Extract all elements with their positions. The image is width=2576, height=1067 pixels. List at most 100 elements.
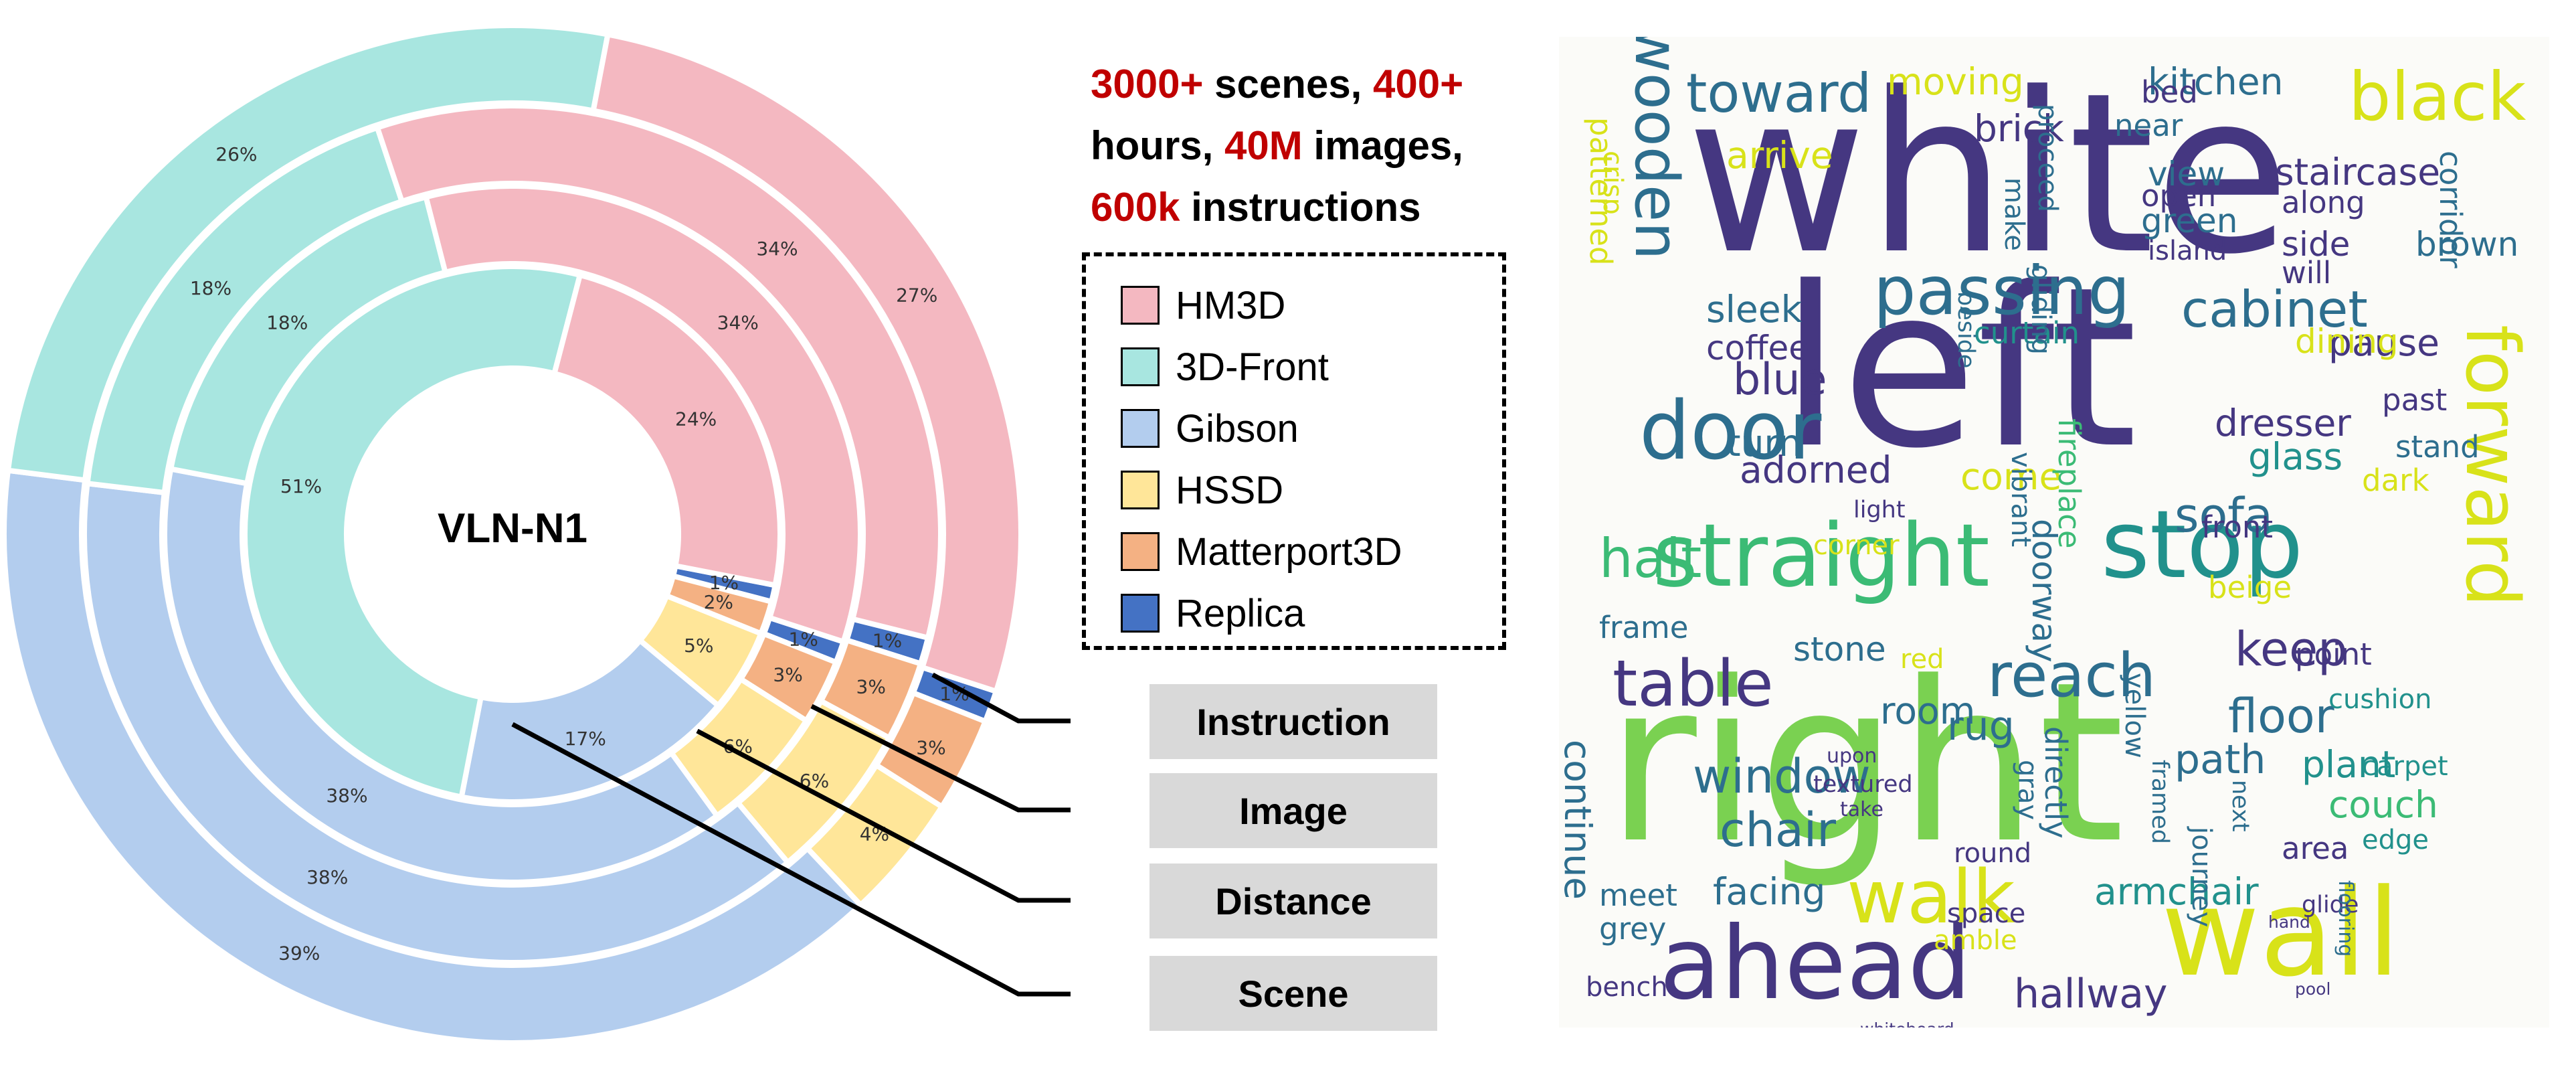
wordcloud-word-passing: passing [1873,252,2130,330]
stat-images-value: 40M [1224,123,1303,168]
donut-segment-instruction-hm3d [589,31,1024,695]
donut-label-scene-replica: 1% [709,572,739,594]
wordcloud-word-glass: glass [2248,435,2343,478]
wordcloud-word-kitchen: kitchen [2148,60,2284,103]
wordcloud-word-floor: floor [2228,689,2334,744]
wordcloud-word-side: side [2282,225,2351,264]
wordcloud-word-door: door [1639,385,1822,478]
wordcloud-word-come: come [1960,455,2062,498]
wordcloud-word-stand: stand [2395,429,2480,465]
wordcloud-word-next: next [2227,780,2253,832]
wordcloud-word-room: room [1880,689,1976,732]
wordcloud-word-amble: amble [1934,925,2017,956]
dataset-stats: 3000+ scenes, 400+ hours, 40M images, 60… [1091,54,1532,238]
wordcloud-word-gray: gray [2012,760,2043,821]
wordcloud-word-cushion: cushion [2328,684,2432,715]
donut-label-instruction-gibson: 39% [278,942,320,964]
wordcloud-word-grey: grey [1599,911,1667,947]
legend-label-hm3d: HM3D [1176,283,1286,327]
donut-segment-instruction-gibson [1,467,864,1046]
wordcloud-word-keep: keep [2235,622,2348,677]
wordcloud-word-front: front [2201,509,2274,545]
legend-swatch-hssd [1121,471,1160,509]
wordcloud-word-brown: brown [2415,225,2519,264]
wordcloud-word-beige: beige [2208,570,2292,605]
donut-label-image-3d-front: 18% [190,277,232,299]
stat-scenes-value: 3000+ [1091,62,1204,106]
wordcloud-word-fireplace: fireplace [2051,418,2087,549]
wordcloud-word-couch: couch [2328,783,2438,826]
legend-item-hm3d: HM3D [1121,282,1285,329]
wordcloud-word-area: area [2282,831,2349,866]
wordcloud-word-round: round [1954,838,2032,869]
wordcloud-word-stone: stone [1793,630,1886,669]
wordcloud-word-point: point [2295,637,2372,672]
wordcloud-word-cabinet: cabinet [2181,280,2368,339]
legend-label-hssd: HSSD [1176,468,1284,512]
wordcloud-word-walk: walk [1847,854,2015,940]
donut-label-scene-hssd: 5% [684,635,713,657]
wordcloud-word-armchair: armchair [2094,870,2259,913]
wordcloud-word-halt: halt [1599,527,1702,590]
wordcloud-word-take: take [1840,798,1883,821]
donut-segment-image-gibson [82,480,792,965]
stat-hours-label: hours, [1091,123,1225,168]
wordcloud-word-bed: bed [2141,74,2198,110]
stat-scenes-label: scenes, [1203,62,1374,106]
wordcloud-word-crisp: crisp [1597,151,1628,215]
wordcloud-word-along: along [2282,185,2365,220]
leader-line-distance [696,728,1071,903]
wordcloud-word-arrive: arrive [1726,134,1833,177]
stats-line-2: hours, 40M images, [1091,115,1532,177]
legend-item-gibson: Gibson [1121,405,1299,452]
wordcloud-word-facing: facing [1713,870,1826,913]
wordcloud-word-coffee: coffee [1706,329,1810,367]
wordcloud-word-rug: rug [1947,703,2015,750]
wordcloud-word-turn: turn [1726,422,1802,465]
wordcloud-word-hallway: hallway [2014,971,2168,1017]
wordcloud-word-vibrant: vibrant [2005,452,2036,548]
donut-label-image-gibson: 38% [306,866,348,888]
wordcloud-word-blue: blue [1733,355,1827,405]
leader-line-scene [511,722,1071,997]
wordcloud-word-staircase: staircase [2275,151,2441,193]
donut-segment-distance-gibson [162,465,721,885]
legend-item-3d-front: 3D-Front [1121,343,1329,390]
wordcloud-word-sleek: sleek [1706,288,1803,331]
wordcloud-word-window: window [1693,749,1871,804]
ring-label-distance: Distance [1149,864,1437,938]
legend-label-3d-front: 3D-Front [1176,345,1329,389]
wordcloud-word-corner: corner [1813,530,1900,561]
wordcloud-word-red: red [1900,644,1944,675]
wordcloud-word-toward: toward [1686,62,1872,125]
wordcloud-word-wall: wall [2161,864,2401,1003]
wordcloud-word-white: white [1686,46,2291,303]
donut-label-distance-hm3d: 34% [717,312,759,334]
donut-segment-image-hm3d [373,103,943,641]
legend-swatch-hm3d [1121,286,1160,325]
donut-label-instruction-matterport3d: 3% [916,737,945,759]
wordcloud-word-pool: pool [2295,979,2331,999]
wordcloud-word-wooden: wooden [1621,37,1691,260]
legend-label-gibson: Gibson [1176,406,1299,450]
donut-label-scene-hm3d: 24% [675,408,717,430]
wordcloud-word-proceed: proceed [2032,104,2063,213]
wordcloud-word-reach: reach [1987,641,2156,711]
wordcloud-word-carpet: carpet [2362,751,2448,782]
wordcloud-word-framed: framed [2146,760,2173,845]
legend-swatch-replica [1121,594,1160,633]
wordcloud-word-past: past [2382,382,2448,418]
legend-item-replica: Replica [1121,590,1305,637]
wordcloud-word-journey: journey [2186,827,2217,928]
wordcloud-word-path: path [2175,736,2266,783]
legend-swatch-3d-front [1121,347,1160,386]
wordcloud-word-textured: textured [1813,771,1913,798]
wordcloud-word-bench: bench [1586,972,1668,1003]
wordcloud-word-adorned: adorned [1740,448,1892,491]
wordcloud-word-table: table [1613,647,1774,721]
legend-item-matterport3d: Matterport3D [1121,528,1402,575]
wordcloud-word-continue: continue [1559,740,1599,900]
donut-label-instruction-hm3d: 27% [896,284,937,307]
legend-swatch-matterport3d [1121,532,1160,571]
